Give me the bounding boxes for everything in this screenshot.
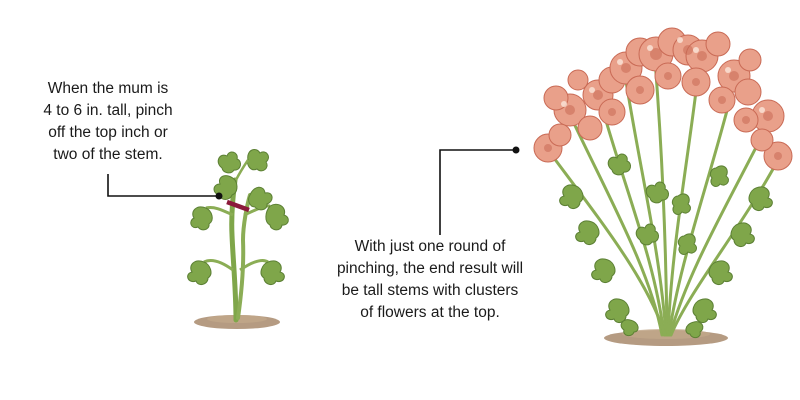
pinch-instruction-line: When the mum is (8, 78, 208, 100)
pinch-instruction-line: two of the stem. (8, 144, 208, 166)
young-plant-illustration (188, 149, 289, 329)
flower-clusters (534, 28, 792, 170)
result-description-text: With just one round of pinching, the end… (300, 236, 560, 324)
result-description-line: be tall stems with clusters (300, 280, 560, 302)
pinch-instruction-line: 4 to 6 in. tall, pinch (8, 100, 208, 122)
pinch-instruction-line: off the top inch or (8, 122, 208, 144)
result-callout-leader (440, 147, 520, 236)
pinch-callout-leader (108, 174, 223, 200)
young-plant-stem (232, 180, 236, 320)
result-description-line: With just one round of (300, 236, 560, 258)
callout-dot (513, 147, 520, 154)
result-description-line: pinching, the end result will (300, 258, 560, 280)
callout-dot (216, 193, 223, 200)
mature-plant-illustration (534, 28, 792, 346)
pinch-instruction-text: When the mum is 4 to 6 in. tall, pinch o… (8, 78, 208, 166)
leaf-icon (188, 261, 211, 285)
result-description-line: of flowers at the top. (300, 302, 560, 324)
